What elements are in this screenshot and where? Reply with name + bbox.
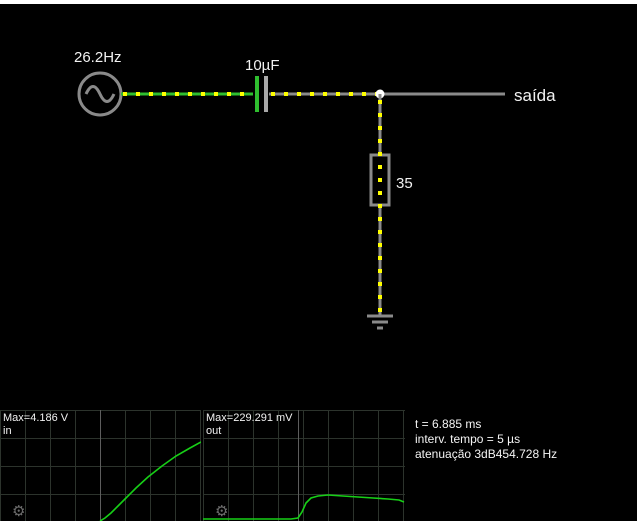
scope-in-plot bbox=[99, 441, 201, 521]
scope-in-max-label: Max=4.186 V bbox=[3, 412, 69, 424]
scope-out-plot bbox=[203, 494, 405, 520]
scope-strip: Max=4.186 V in ⚙ Max=229.291 mV out ⚙ t … bbox=[0, 410, 637, 521]
scope-panel-out[interactable]: Max=229.291 mV out ⚙ bbox=[203, 410, 407, 521]
scope-out-signal-label: out bbox=[206, 425, 222, 437]
scope-in-trace bbox=[99, 441, 201, 521]
simulation-info: t = 6.885 ms interv. tempo = 5 µs atenua… bbox=[415, 417, 557, 462]
output-label: saída bbox=[514, 86, 556, 105]
scope-out-max-label: Max=229.291 mV bbox=[206, 412, 293, 424]
resistor-value-label: 35 bbox=[396, 175, 413, 192]
scope-in-signal-label: in bbox=[3, 425, 12, 437]
capacitor-value-label: 10µF bbox=[245, 57, 280, 74]
sine-wave-icon bbox=[84, 85, 116, 103]
scope-out-trace bbox=[203, 494, 405, 520]
sim-interval-label: interv. tempo = 5 µs bbox=[415, 432, 521, 446]
ground-symbol[interactable] bbox=[367, 314, 393, 330]
circuit-diagram: 26.2Hz 10µF saída 35 bbox=[74, 49, 556, 330]
scope-trigger-line bbox=[298, 410, 299, 521]
source-frequency-label: 26.2Hz bbox=[74, 49, 122, 66]
scope-in-settings-gear-icon[interactable]: ⚙ bbox=[12, 503, 26, 520]
ac-source[interactable] bbox=[77, 71, 123, 117]
capacitor[interactable] bbox=[255, 76, 268, 112]
sim-attenuation-label: atenuação 3dB454.728 Hz bbox=[415, 447, 558, 461]
scope-trigger-line bbox=[100, 410, 101, 521]
sim-time-label: t = 6.885 ms bbox=[415, 417, 482, 431]
scope-panel-in[interactable]: Max=4.186 V in ⚙ bbox=[0, 410, 203, 521]
circuit-canvas[interactable]: 26.2Hz 10µF saída 35 bbox=[0, 4, 637, 521]
scope-out-settings-gear-icon[interactable]: ⚙ bbox=[215, 503, 229, 520]
